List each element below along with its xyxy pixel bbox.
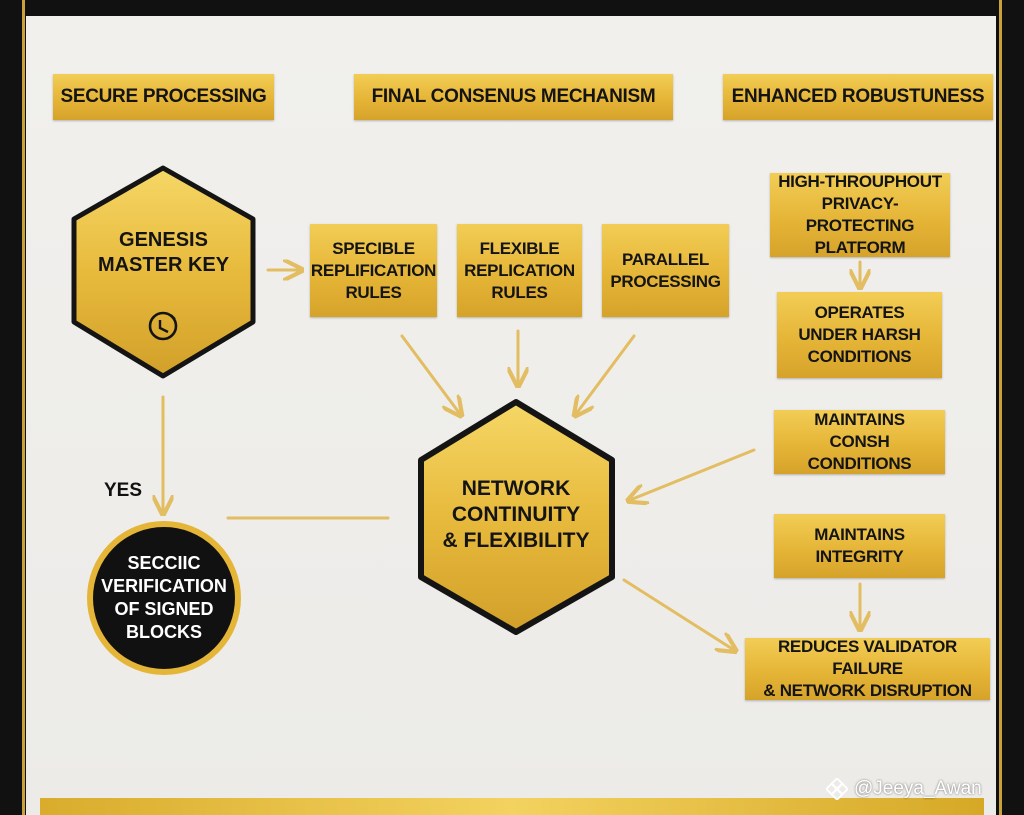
center-hexagon: [418, 399, 615, 635]
bottom-gold-bar: [40, 798, 984, 815]
watermark-handle: @Jeeya_Awan: [854, 778, 982, 799]
verification-circle: [87, 521, 241, 675]
clock-icon: [148, 311, 178, 341]
box-reduces-validator-failure: REDUCES VALIDATOR FAILURE & NETWORK DISR…: [745, 637, 990, 700]
rule-box-specible: SPECIBLE REPLIFICATION RULES: [310, 224, 437, 317]
header-secure-processing: SECURE PROCESSING: [53, 74, 274, 120]
genesis-hexagon: [71, 165, 256, 379]
arrow-consh-to-center: [630, 448, 756, 500]
header-enhanced-robustness: ENHANCED ROBUSTUNESS: [723, 74, 993, 120]
box-operates-harsh-conditions: OPERATES UNDER HARSH CONDITIONS: [777, 292, 942, 378]
watermark: @Jeeya_Awan: [826, 778, 982, 800]
diamond-logo-icon: [826, 778, 848, 800]
box-maintains-consh-conditions: MAINTAINS CONSH CONDITIONS: [774, 410, 945, 474]
header-final-consensus: FINAL CONSENUS MECHANISM: [354, 74, 673, 120]
arrow-center-to-reduces: [622, 578, 734, 650]
yes-label: YES: [104, 480, 143, 501]
genesis-label: GENESIS MASTER KEY: [97, 229, 230, 276]
left-frame-line: [22, 0, 25, 815]
box-maintains-integrity: MAINTAINS INTEGRITY: [774, 514, 945, 578]
rule-box-flexible: FLEXIBLE REPLICATION RULES: [457, 224, 582, 317]
right-frame-line: [999, 0, 1002, 815]
center-hex-label: NETWORK CONTINUITY & FLEXIBILITY: [442, 477, 590, 552]
arrow-rule3-to-center: [576, 334, 636, 414]
verification-label: SECCIIC VERIFICATION OF SIGNED BLOCKS: [101, 553, 227, 642]
rule-box-parallel: PARALLEL PROCESSING: [602, 224, 729, 317]
box-high-throughput-platform: HIGH-THROUPHOUT PRIVACY-PROTECTING PLATF…: [770, 172, 950, 257]
arrow-rule1-to-center: [400, 334, 460, 414]
